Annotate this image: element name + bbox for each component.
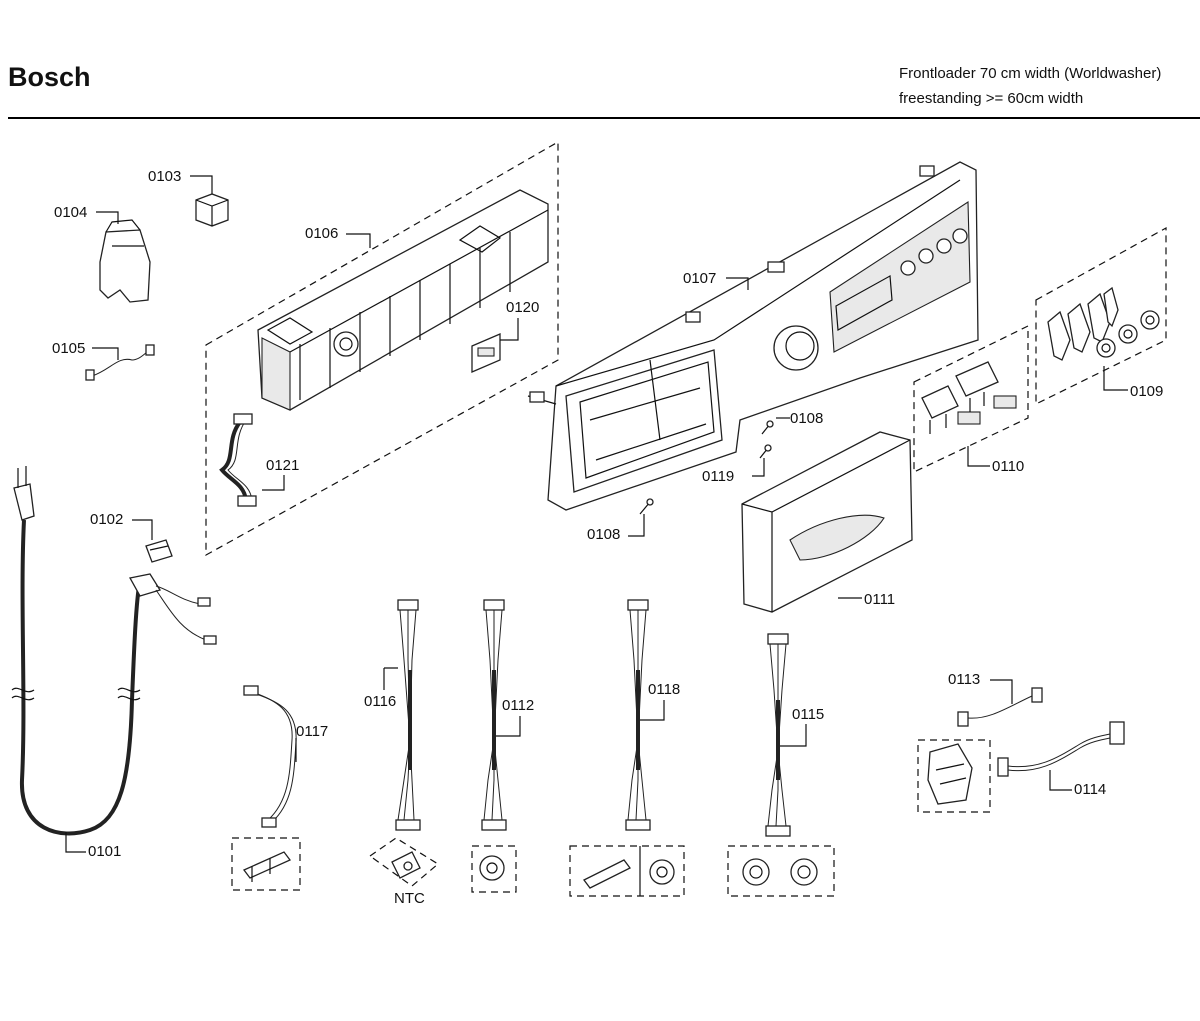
part-0118-sensors (583, 846, 675, 896)
callout-0104: 0104 (54, 204, 87, 221)
callout-0118: 0118 (648, 681, 680, 698)
part-0103-cube (195, 193, 229, 227)
inset-0118-sensors (569, 845, 685, 897)
callout-0101: 0101 (88, 843, 121, 860)
group-outline-0110 (913, 325, 1029, 473)
part-0117-sensor (242, 851, 292, 882)
callout-0106: 0106 (305, 225, 338, 242)
brand-title: Bosch (8, 62, 91, 92)
callout-0115: 0115 (792, 706, 824, 723)
part-0116-ntc-sensor (391, 851, 421, 879)
inset-0117-sensor (231, 837, 301, 891)
part-0115-sensors (742, 858, 818, 886)
callout-0121: 0121 (266, 457, 299, 474)
group-outline-control-module (205, 140, 559, 557)
part-0118-wire-harness (625, 599, 651, 831)
part-0106-control-module (257, 189, 549, 411)
callout-0116: 0116 (364, 693, 396, 710)
part-0105-cable (85, 344, 155, 381)
callout-0103: 0103 (148, 168, 181, 185)
subtitle-model: Frontloader 70 cm width (Worldwasher) (899, 65, 1162, 82)
callout-0117: 0117 (296, 723, 328, 740)
inset-0115-sensors (727, 845, 835, 897)
inset-0114-pressure-switch (917, 739, 991, 813)
callout-0119: 0119 (702, 468, 734, 485)
part-0112-wire-harness (481, 599, 507, 831)
group-outline-0109 (1035, 226, 1167, 405)
callout-0105: 0105 (52, 340, 85, 357)
part-0109-knobs (1047, 286, 1160, 361)
part-0112-sensor (479, 855, 505, 881)
part-0110-switches (921, 361, 1017, 434)
part-0114-pressure-switch (927, 743, 973, 805)
callout-0114: 0114 (1074, 781, 1106, 798)
part-0107-fascia-panel (527, 161, 979, 511)
callout-0113: 0113 (948, 671, 980, 688)
callout-0112: 0112 (502, 697, 534, 714)
callout-0110: 0110 (992, 458, 1024, 475)
inset-0116-ntc (368, 837, 440, 887)
callout-0111: 0111 (864, 591, 895, 608)
header-rule (8, 117, 1200, 119)
part-0102-connector (145, 539, 173, 563)
callout-0108-lower: 0108 (587, 526, 620, 543)
part-0108-screw-lower (639, 498, 654, 515)
part-0115-wire-harness (765, 633, 791, 837)
part-0101-power-cord (11, 466, 217, 836)
part-0120-small-board (471, 333, 501, 373)
part-0121-ribbon-cable (219, 413, 257, 507)
callout-0108-upper: 0108 (790, 410, 823, 427)
inset-0112-sensor (471, 845, 517, 893)
part-0114-cable (997, 721, 1125, 777)
part-0119-screw (759, 444, 772, 459)
subtitle-install: freestanding >= 60cm width (899, 90, 1084, 107)
part-0108-screw-upper (761, 420, 774, 435)
callout-0120: 0120 (506, 299, 539, 316)
callout-0107: 0107 (683, 270, 716, 287)
part-0104-relay (99, 219, 151, 303)
ntc-label: NTC (394, 890, 425, 907)
part-0111-drawer-handle (741, 431, 913, 613)
callout-0109: 0109 (1130, 383, 1163, 400)
callout-0102: 0102 (90, 511, 123, 528)
part-0113-cable (957, 687, 1043, 727)
part-0116-wire-harness (395, 599, 421, 831)
part-0117-wire-harness (243, 685, 297, 828)
